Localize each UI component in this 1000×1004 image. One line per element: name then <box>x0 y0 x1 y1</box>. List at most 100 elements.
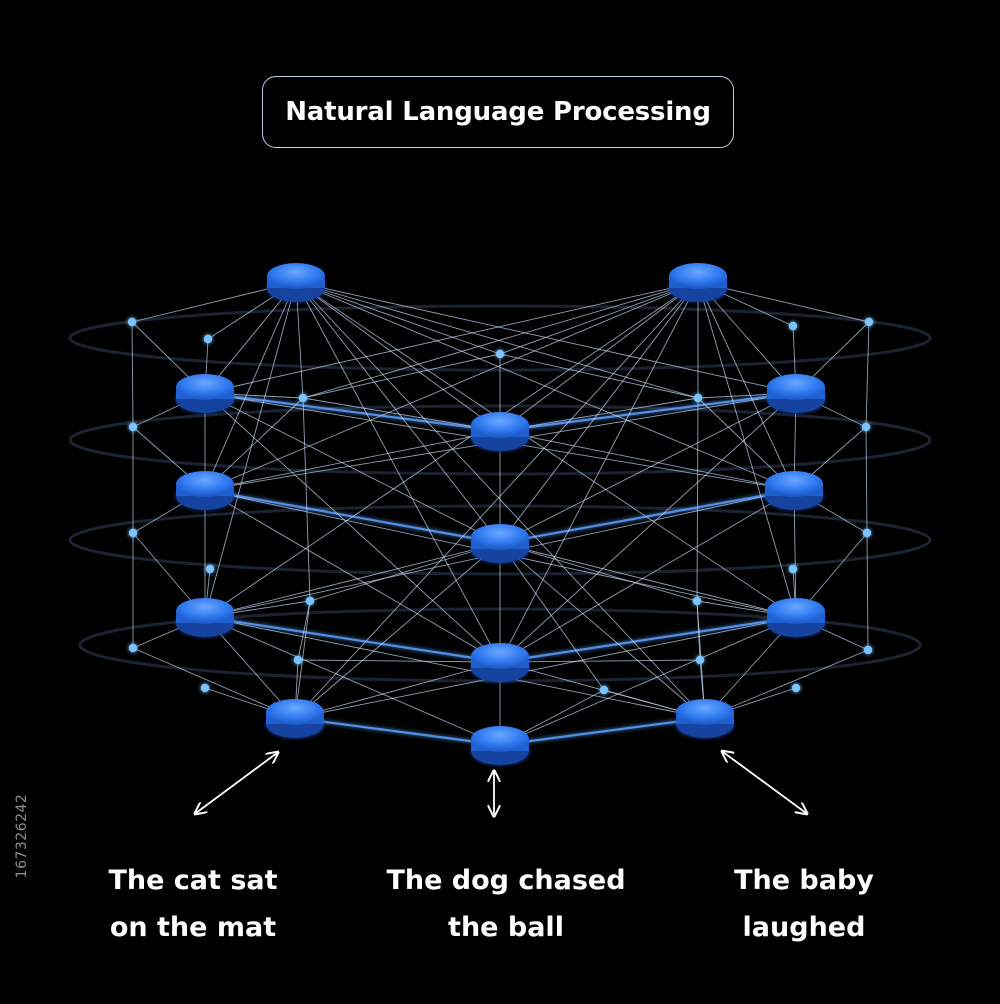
network-edge <box>131 321 134 428</box>
small-node <box>861 422 871 432</box>
caption-middle-line-1: The dog chased <box>386 865 626 896</box>
small-node <box>128 528 138 538</box>
network-edge <box>204 281 699 491</box>
network-edge-strong <box>499 716 706 747</box>
small-node <box>127 317 137 327</box>
network-edge <box>499 489 795 663</box>
network-node <box>471 524 529 563</box>
small-node <box>863 645 873 655</box>
caption-right: The baby laughed <box>654 857 954 951</box>
caption-middle-line-2: the ball <box>448 912 564 943</box>
network-node <box>471 412 529 451</box>
network-edge <box>295 281 706 719</box>
network-edge <box>866 532 869 651</box>
small-node <box>200 683 210 693</box>
small-node <box>203 334 213 344</box>
small-node <box>692 596 702 606</box>
small-node <box>862 528 872 538</box>
network-edge <box>204 430 501 491</box>
small-node <box>599 685 609 695</box>
small-node <box>791 683 801 693</box>
small-nodes <box>127 317 874 695</box>
caption-middle: The dog chased the ball <box>356 857 656 951</box>
network-edge <box>297 600 311 661</box>
stock-id: 167326242 <box>14 793 30 879</box>
network-edge <box>696 397 699 602</box>
network-edge <box>499 281 699 432</box>
network-node <box>676 699 734 738</box>
network-edge <box>302 281 699 399</box>
network-edge <box>204 281 297 618</box>
network-edge <box>499 397 699 432</box>
network-edge <box>204 281 699 394</box>
network-edge <box>697 281 797 394</box>
small-node <box>293 655 303 665</box>
small-node <box>305 596 315 606</box>
network-edge <box>865 321 870 428</box>
caption-left: The cat sat on the mat <box>43 857 343 951</box>
network-edge <box>204 489 501 663</box>
small-node <box>128 422 138 432</box>
small-node <box>693 393 703 403</box>
small-node <box>298 393 308 403</box>
small-node <box>205 564 215 574</box>
network-edge <box>697 281 795 491</box>
network-edge <box>696 600 701 661</box>
network-edge <box>294 542 501 719</box>
network-edge <box>295 281 699 399</box>
network-edge <box>294 616 797 719</box>
caption-left-line-1: The cat sat <box>108 865 278 896</box>
network-node <box>471 643 529 682</box>
network-edge <box>294 600 311 719</box>
caption-right-line-1: The baby <box>734 865 874 896</box>
network-node <box>176 374 234 413</box>
network-edge <box>499 281 699 544</box>
network-edge-strong <box>204 391 501 433</box>
network-edge <box>499 616 797 746</box>
network-edge <box>295 281 501 544</box>
network-edge <box>204 542 501 618</box>
network-node <box>176 471 234 510</box>
small-node <box>788 564 798 574</box>
network-edge <box>204 281 297 394</box>
network-edge-strong <box>499 615 797 664</box>
network-edge <box>204 392 501 663</box>
network-edge <box>297 659 501 663</box>
small-node <box>128 643 138 653</box>
network-edge <box>499 542 797 618</box>
network-edge <box>499 542 605 691</box>
network-node <box>765 471 823 510</box>
network-edge <box>499 542 706 719</box>
network-edge <box>499 542 698 602</box>
network-edges <box>131 280 870 747</box>
small-node <box>695 655 705 665</box>
network-edge <box>295 281 501 432</box>
network-edge-strong <box>499 488 795 545</box>
network-node <box>767 598 825 637</box>
diagram-title: Natural Language Processing <box>285 97 711 127</box>
network-edge <box>302 397 501 432</box>
small-node <box>864 317 874 327</box>
network-edge <box>499 392 797 663</box>
network-node <box>767 374 825 413</box>
network-edge <box>499 392 797 544</box>
caption-right-line-2: laughed <box>742 912 866 943</box>
title-box: Natural Language Processing <box>262 76 734 148</box>
network-edge <box>302 397 311 602</box>
network-edge <box>132 647 296 719</box>
network-edge <box>865 426 868 534</box>
network-node <box>266 699 324 738</box>
network-node <box>471 726 529 765</box>
network-edge <box>704 649 869 719</box>
network-edge <box>204 616 501 746</box>
network-edge-strong <box>294 716 501 747</box>
network-edge <box>499 430 795 491</box>
arrow-left <box>196 753 277 813</box>
network-edge-strong <box>499 391 797 433</box>
network-edge <box>309 542 501 602</box>
network-edge <box>499 281 699 663</box>
network-edge-strong <box>204 615 501 664</box>
network-edge <box>793 489 797 618</box>
